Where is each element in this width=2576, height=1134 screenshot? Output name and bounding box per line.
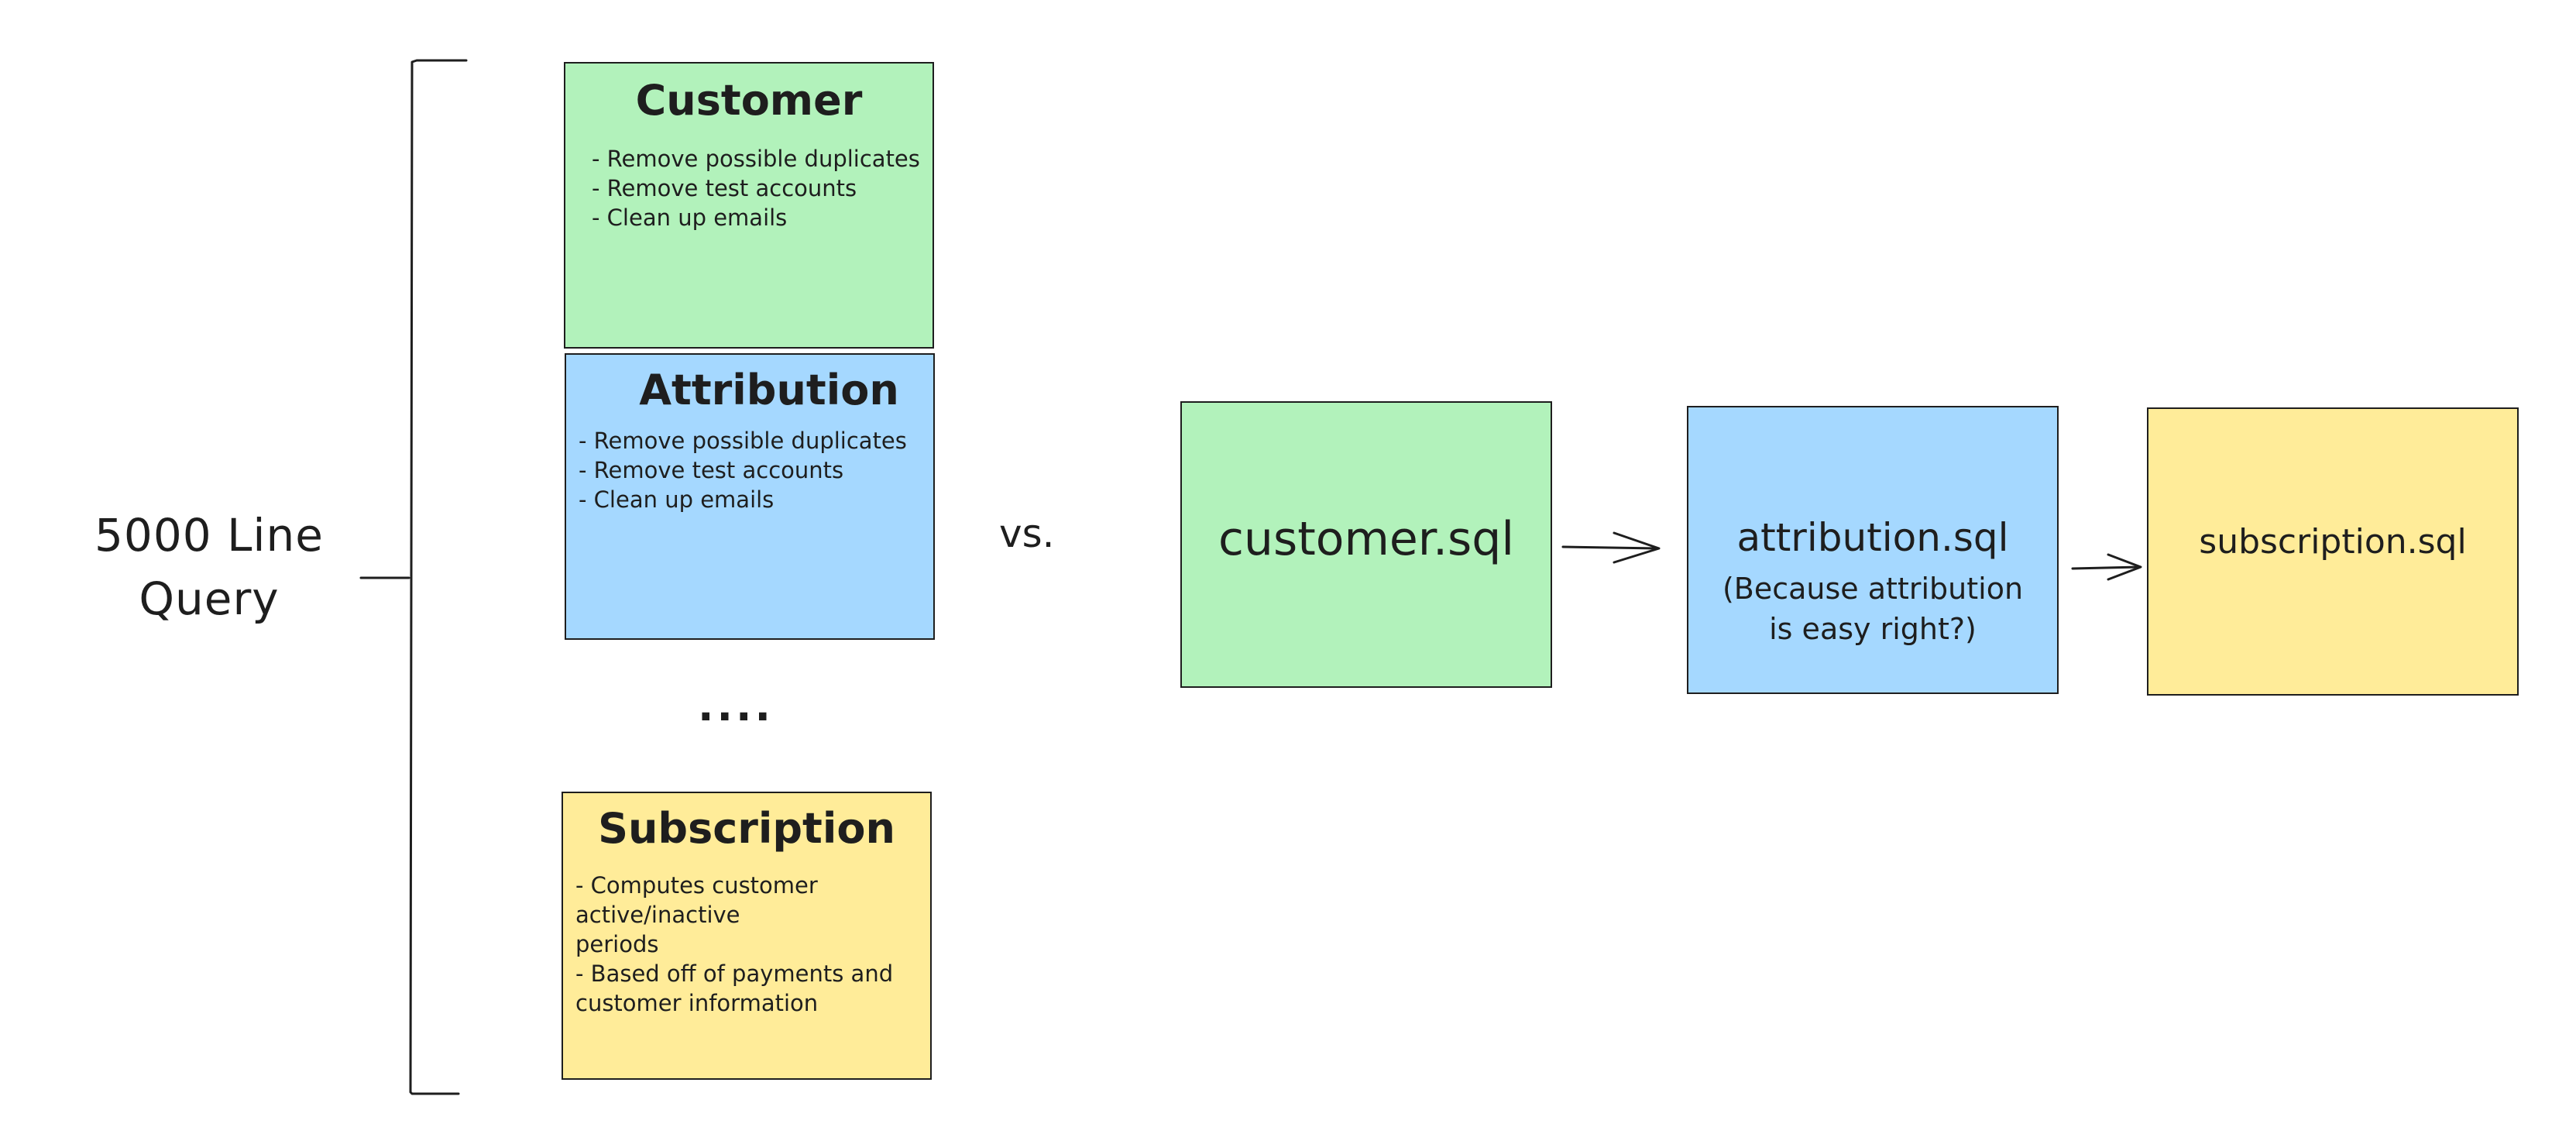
attribution-sql-note-line1: (Because attribution — [1722, 572, 2024, 606]
arrow-customer-to-attribution — [1561, 531, 1661, 564]
query-label-line2: Query — [139, 572, 280, 625]
query-label: 5000 Line Query — [62, 503, 356, 631]
attribution-note-item: - Clean up emails — [579, 486, 775, 513]
attribution-note-list: - Remove possible duplicates - Remove te… — [579, 426, 933, 514]
attribution-sql-note-line2: is easy right?) — [1769, 612, 1977, 646]
query-bracket — [409, 59, 468, 1095]
customer-note-item: - Remove possible duplicates — [592, 146, 920, 172]
attribution-note: Attribution - Remove possible duplicates… — [565, 353, 935, 640]
attribution-note-title: Attribution — [639, 366, 899, 414]
vs-label: vs. — [999, 511, 1055, 556]
attribution-sql-label: attribution.sql — [1736, 515, 2009, 560]
customer-sql-box: customer.sql — [1180, 401, 1552, 688]
customer-note: Customer - Remove possible duplicates - … — [564, 62, 934, 349]
arrow-attribution-to-subscription — [2071, 553, 2142, 581]
attribution-sql-box: attribution.sql (Because attribution is … — [1687, 406, 2059, 694]
subscription-note-text: - Computes customer active/inactive peri… — [575, 872, 894, 1016]
customer-note-item: - Clean up emails — [592, 204, 788, 231]
customer-note-item: - Remove test accounts — [592, 175, 857, 201]
subscription-sql-label: subscription.sql — [2199, 522, 2467, 562]
subscription-note: Subscription - Computes customer active/… — [562, 792, 932, 1080]
attribution-note-item: - Remove possible duplicates — [579, 428, 907, 454]
attribution-sql-note: (Because attribution is easy right?) — [1688, 569, 2057, 649]
subscription-sql-box: subscription.sql — [2147, 407, 2519, 696]
customer-sql-label: customer.sql — [1218, 512, 1515, 566]
customer-note-title: Customer — [635, 76, 863, 125]
more-notes-ellipsis: .... — [697, 682, 775, 730]
subscription-note-title: Subscription — [598, 804, 895, 853]
attribution-note-item: - Remove test accounts — [579, 457, 844, 483]
customer-note-list: - Remove possible duplicates - Remove te… — [592, 144, 933, 232]
query-label-line1: 5000 Line — [94, 509, 324, 562]
